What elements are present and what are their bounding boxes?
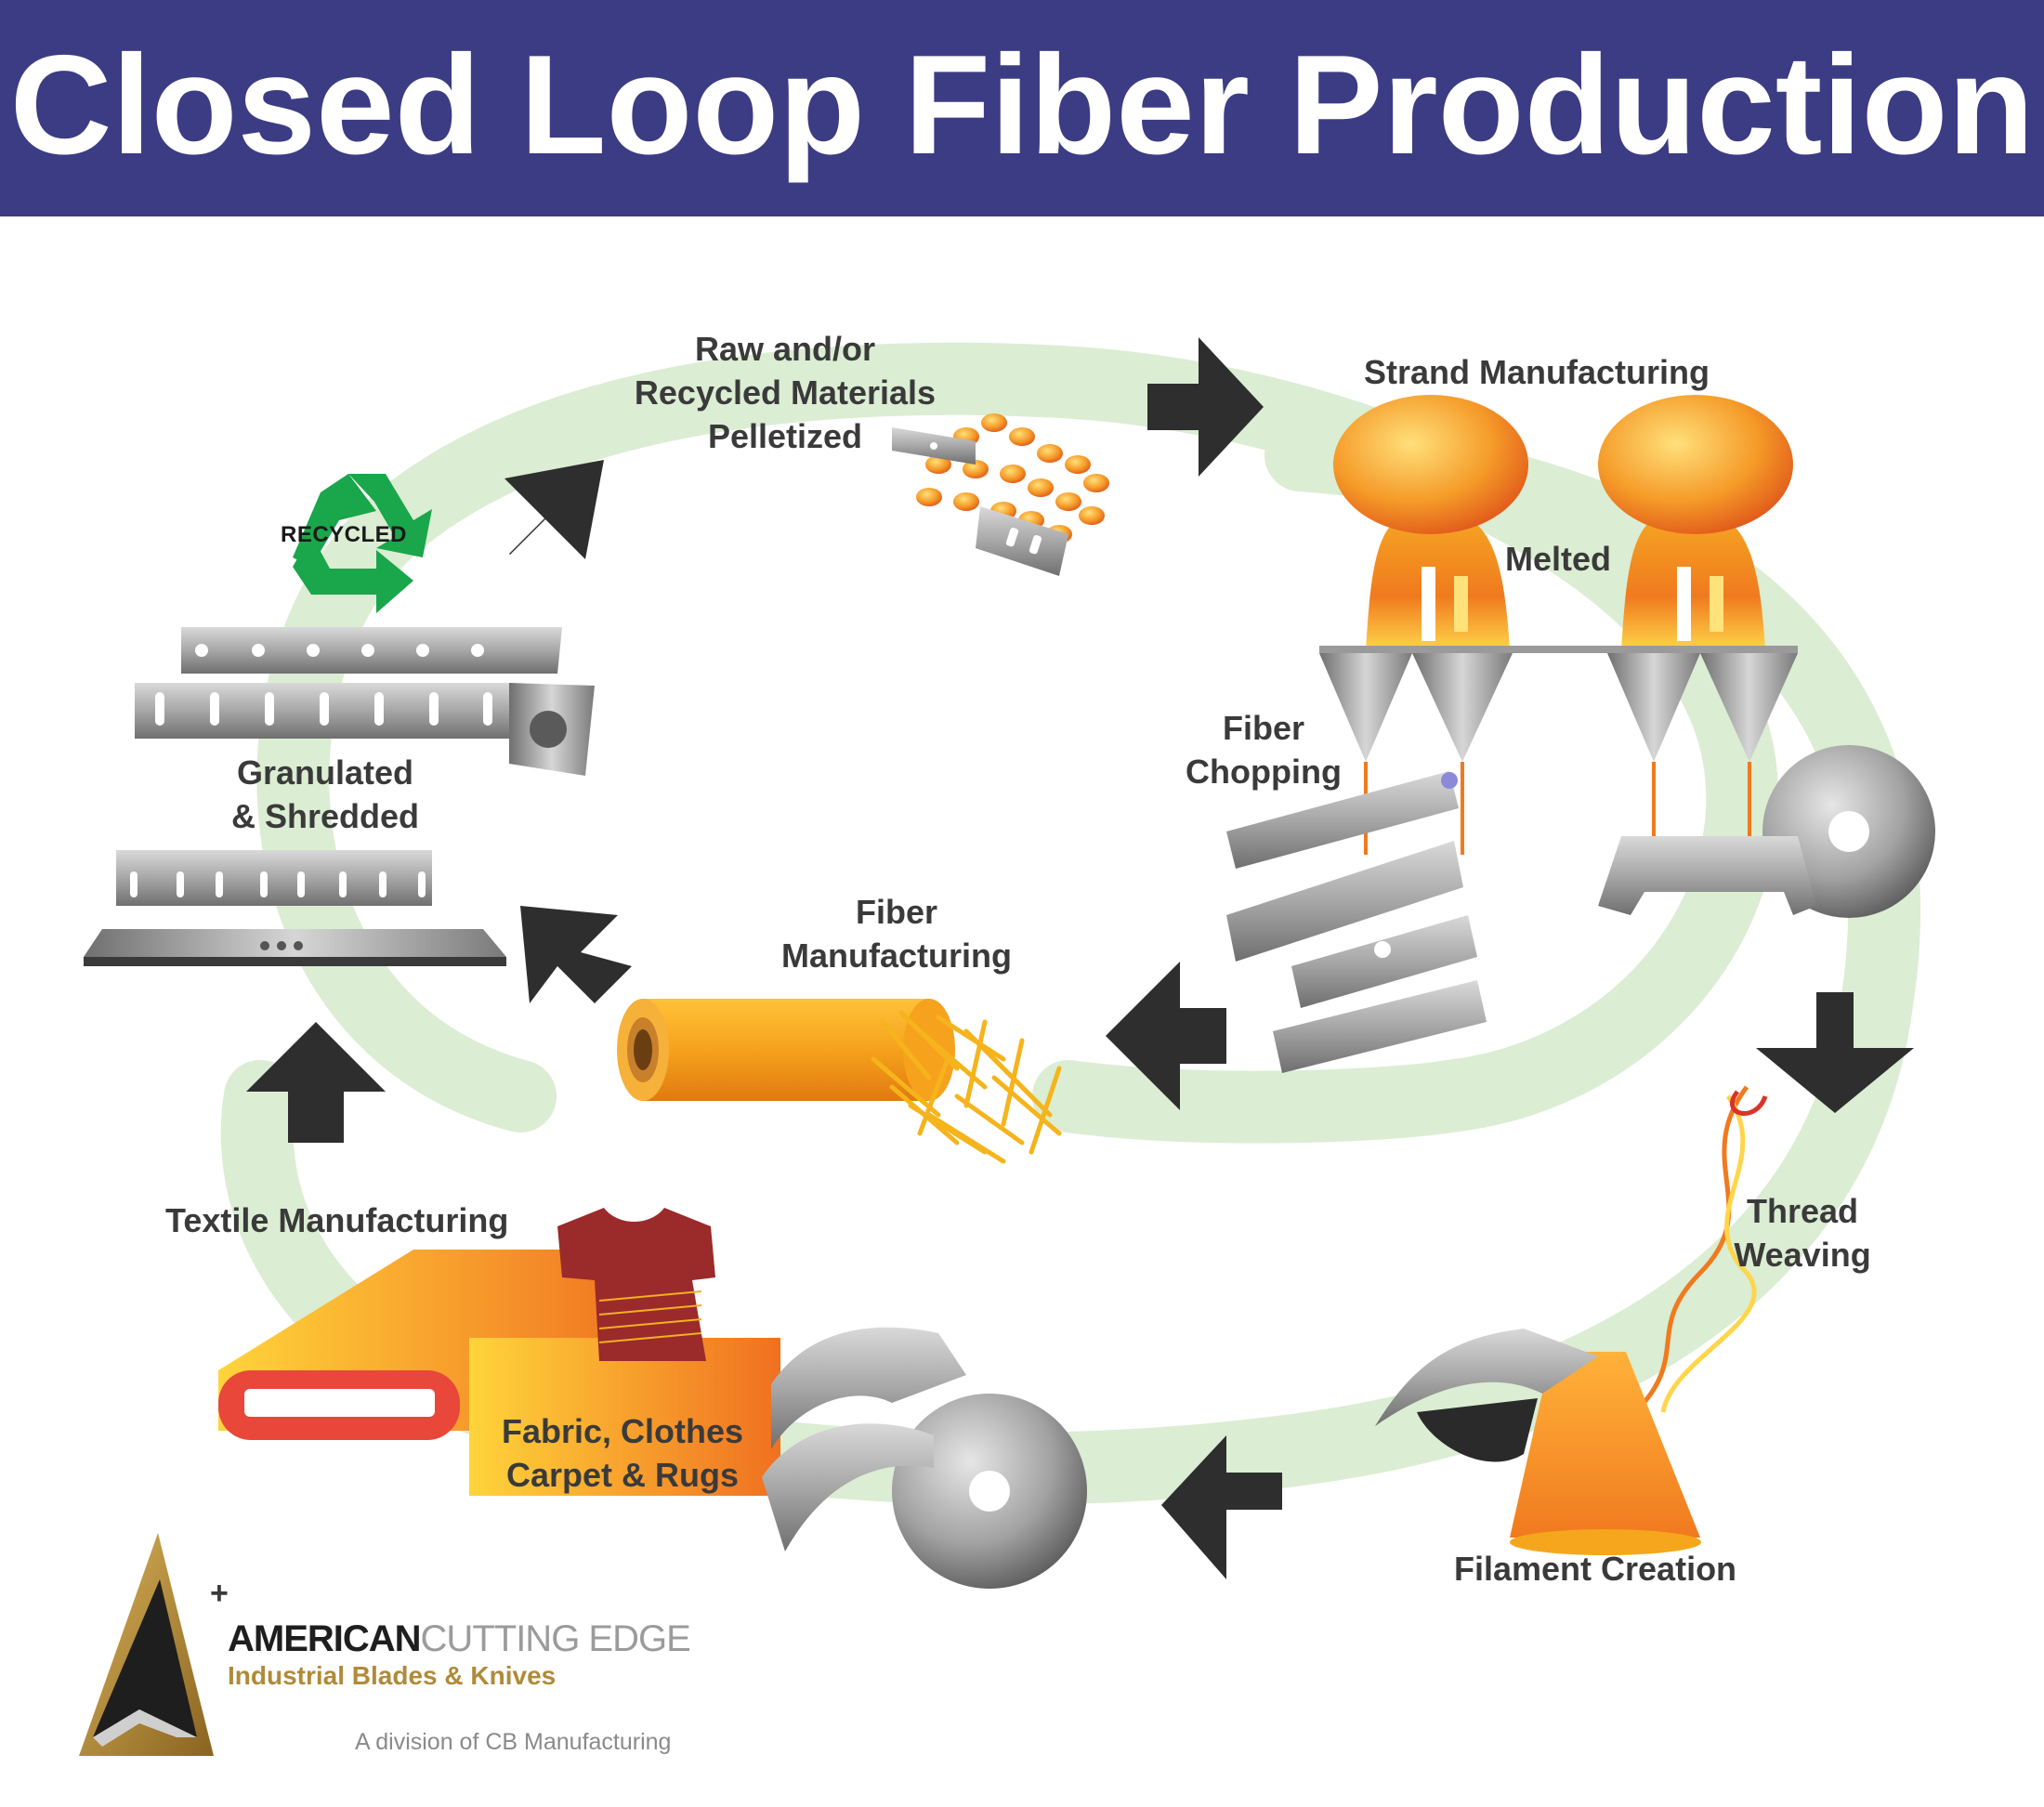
label-fiber-chopping: Fiber Chopping xyxy=(1186,709,1342,791)
fabric-bolt xyxy=(218,1250,780,1496)
page-title: Closed Loop Fiber Production xyxy=(9,26,2035,184)
chopping-blades xyxy=(1226,771,1487,1073)
logo-text: AMERICANCUTTING EDGE Industrial Blades &… xyxy=(228,1618,691,1693)
thread-cone xyxy=(1510,1352,1701,1555)
title-banner: Closed Loop Fiber Production xyxy=(0,0,2044,216)
label-fiber-manufacturing: Fiber Manufacturing xyxy=(781,893,1012,975)
granulator-blades xyxy=(84,627,595,966)
arrow-down-icon xyxy=(1756,992,1914,1113)
arrow-up-left-icon xyxy=(520,906,632,1003)
chopped-fibers xyxy=(871,1010,1062,1164)
arrow-up-icon xyxy=(246,1022,386,1143)
label-filament-creation: Filament Creation xyxy=(1454,1550,1737,1588)
brand-tagline: Industrial Blades & Knives xyxy=(228,1661,557,1690)
brand-name: AMERICANCUTTING EDGE xyxy=(228,1618,691,1659)
tshirt-icon xyxy=(557,1208,715,1361)
recycle-icon xyxy=(293,474,432,613)
arrow-left-icon xyxy=(1161,1435,1282,1579)
thread-twist xyxy=(1633,1085,1768,1414)
label-fabric: Fabric, Clothes Carpet & Rugs xyxy=(501,1412,744,1494)
company-logo: + xyxy=(79,1533,229,1756)
pellets-illustration xyxy=(892,413,1109,576)
label-melted: Melted xyxy=(1505,540,1612,578)
label-thread-weaving: Thread Weaving xyxy=(1734,1192,1871,1274)
label-raw-materials: Raw and/or Recycled Materials Pelletized xyxy=(634,330,937,455)
hook-knives xyxy=(1375,1329,1598,1462)
svg-text:+: + xyxy=(210,1576,229,1611)
arrow-up-right-icon xyxy=(504,460,604,559)
division-note: A division of CB Manufacturing xyxy=(355,1729,672,1755)
arrow-right-icon xyxy=(1147,337,1264,477)
label-granulated: Granulated & Shredded xyxy=(230,753,420,835)
bottom-cutters xyxy=(762,1327,1087,1589)
label-strand-manufacturing: Strand Manufacturing xyxy=(1364,353,1710,391)
label-textile-manufacturing: Textile Manufacturing xyxy=(165,1201,509,1239)
rotary-cutter xyxy=(1598,745,1935,918)
arrow-left-fiber-icon xyxy=(1106,962,1226,1110)
recycled-badge: RECYCLED xyxy=(281,522,408,547)
